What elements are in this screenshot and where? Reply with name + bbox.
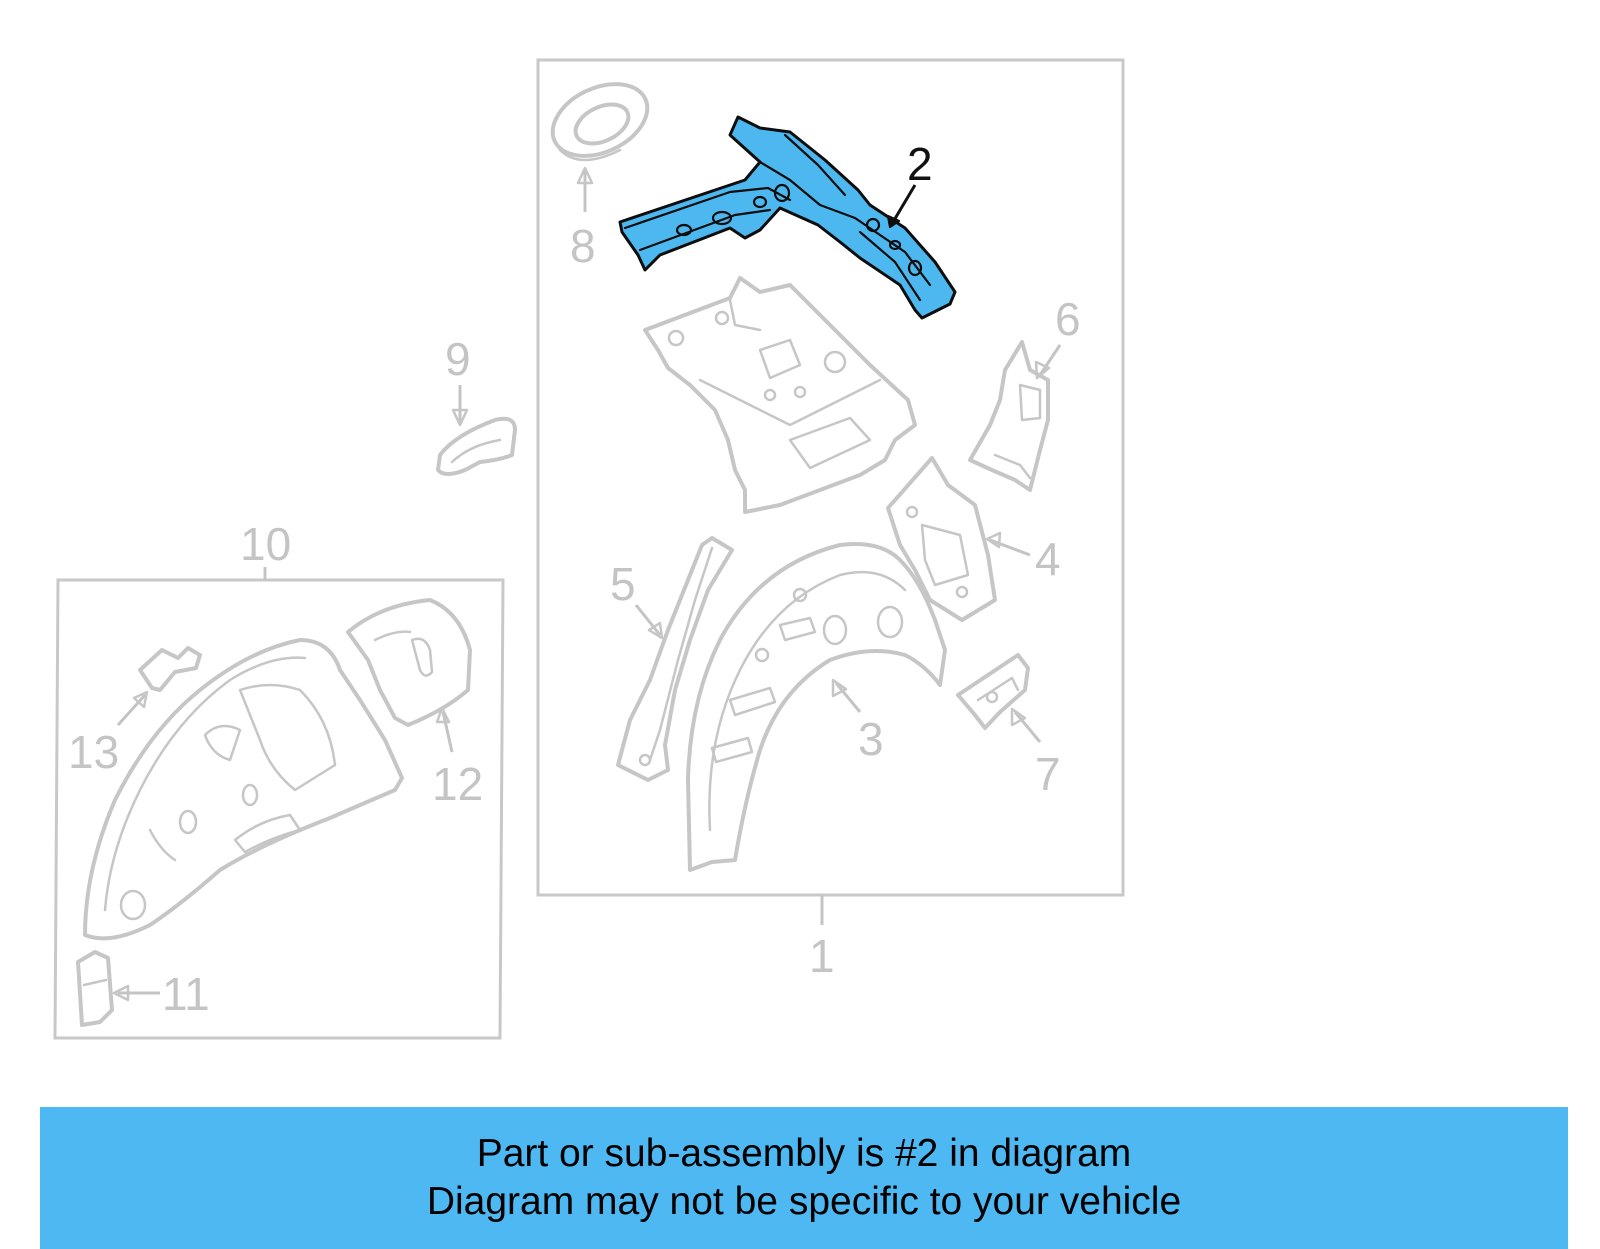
- banner-line-part-number: Part or sub-assembly is #2 in diagram: [476, 1132, 1132, 1175]
- part-13-clip[interactable]: [138, 646, 202, 692]
- callout-9: 9: [445, 333, 471, 385]
- leader-4: [989, 538, 1031, 557]
- callout-13: 13: [68, 726, 119, 778]
- part-8-grommet[interactable]: [541, 70, 659, 170]
- banner-line-disclaimer: Diagram may not be specific to your vehi…: [426, 1180, 1182, 1223]
- arrowhead-12: [435, 706, 451, 724]
- arrowhead-3: [831, 678, 848, 698]
- arrowhead-2: [886, 214, 901, 229]
- assembly-frame-10: [53, 578, 505, 1040]
- leader-2: [891, 184, 917, 223]
- callout-6: 6: [1055, 293, 1081, 345]
- callout-10: 10: [240, 518, 291, 570]
- part-10-inner-wheelhouse[interactable]: [83, 638, 404, 941]
- leader-6: [1038, 344, 1062, 376]
- part-4-bracket-plate[interactable]: [886, 456, 997, 622]
- part-6-reinforcement[interactable]: [968, 340, 1050, 492]
- leader-3: [834, 682, 862, 713]
- info-banner: Part or sub-assembly is #2 in diagram Di…: [40, 1107, 1568, 1249]
- callout-3: 3: [858, 713, 884, 765]
- part-7-gusset[interactable]: [956, 653, 1030, 730]
- leader-13: [116, 693, 147, 727]
- arrowhead-11: [112, 984, 130, 1002]
- callout-1: 1: [809, 930, 835, 982]
- arrowhead-13: [132, 690, 149, 709]
- arrowhead-5: [647, 621, 664, 640]
- callout-12: 12: [432, 758, 483, 810]
- arrowhead-6: [1034, 360, 1051, 380]
- part-1-inner-panel[interactable]: [643, 276, 917, 514]
- part-3-wheelhouse-arch[interactable]: [686, 542, 947, 872]
- callout-7: 7: [1035, 748, 1061, 800]
- callout-2: 2: [907, 138, 933, 190]
- arrowhead-7: [1010, 707, 1027, 727]
- arrowhead-4: [985, 531, 1002, 549]
- part-5-pillar-strip[interactable]: [616, 536, 734, 782]
- callout-8: 8: [570, 220, 596, 272]
- arrowhead-9: [451, 408, 469, 427]
- leader-12: [441, 711, 454, 753]
- assembly-frame-1: [536, 58, 1125, 897]
- part-2-highlighted[interactable]: [618, 115, 957, 320]
- arrowhead-8: [576, 166, 594, 185]
- callout-5: 5: [610, 558, 636, 610]
- part-9-bracket[interactable]: [436, 416, 517, 476]
- part-12-bracket[interactable]: [346, 598, 472, 727]
- callout-4: 4: [1035, 533, 1061, 585]
- leader-7: [1013, 711, 1042, 743]
- callout-11: 11: [162, 968, 210, 1020]
- part-11-bracket[interactable]: [76, 950, 114, 1027]
- leader-5: [634, 604, 662, 636]
